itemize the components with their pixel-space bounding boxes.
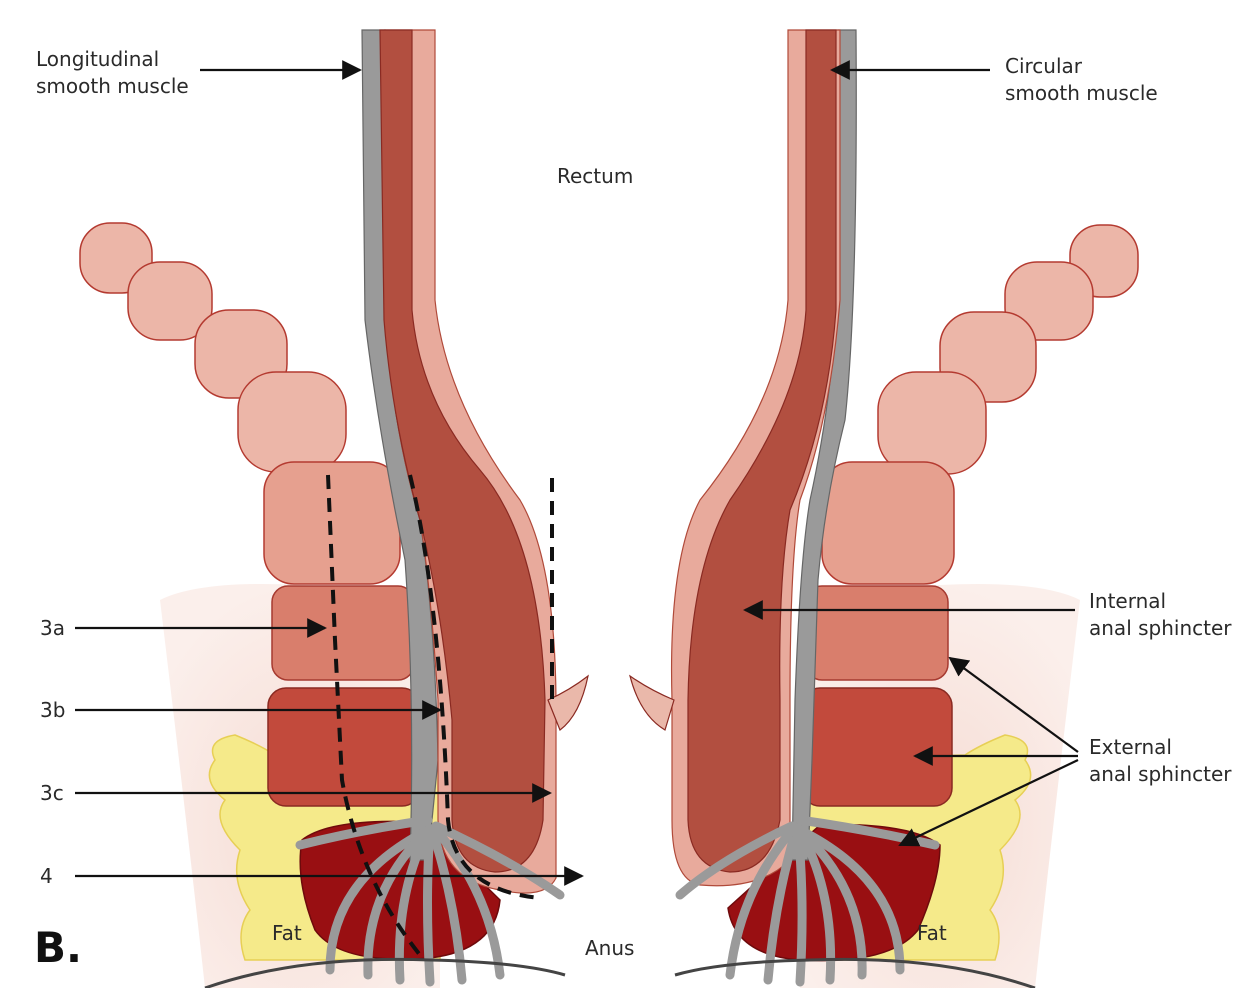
label-anus: Anus bbox=[585, 936, 634, 960]
label-internal-line2: anal sphincter bbox=[1089, 616, 1232, 640]
panel-letter: B. bbox=[34, 923, 82, 972]
label-external-line2: anal sphincter bbox=[1089, 762, 1232, 786]
label-grade-3b: 3b bbox=[40, 698, 65, 722]
external-sphincter-superficial-left bbox=[272, 586, 414, 680]
label-external-line1: External bbox=[1089, 735, 1172, 759]
label-circular-line1: Circular bbox=[1005, 54, 1083, 78]
label-longitudinal-line2: smooth muscle bbox=[36, 74, 189, 98]
label-internal-line1: Internal bbox=[1089, 589, 1166, 613]
anal-verge-right bbox=[630, 676, 674, 730]
external-sphincter-mid-right bbox=[802, 688, 952, 806]
label-grade-3c: 3c bbox=[40, 781, 64, 805]
external-sphincter-superficial-right bbox=[806, 586, 948, 680]
label-fat-left: Fat bbox=[272, 921, 302, 945]
label-rectum: Rectum bbox=[557, 164, 633, 188]
label-grade-3a: 3a bbox=[40, 616, 65, 640]
levator-ani-right bbox=[822, 225, 1138, 584]
levator-ani-left bbox=[80, 223, 400, 584]
external-sphincter-mid-left bbox=[268, 688, 420, 806]
label-fat-right: Fat bbox=[917, 921, 947, 945]
label-grade-4: 4 bbox=[40, 864, 53, 888]
label-circular-line2: smooth muscle bbox=[1005, 81, 1158, 105]
label-longitudinal-line1: Longitudinal bbox=[36, 47, 159, 71]
